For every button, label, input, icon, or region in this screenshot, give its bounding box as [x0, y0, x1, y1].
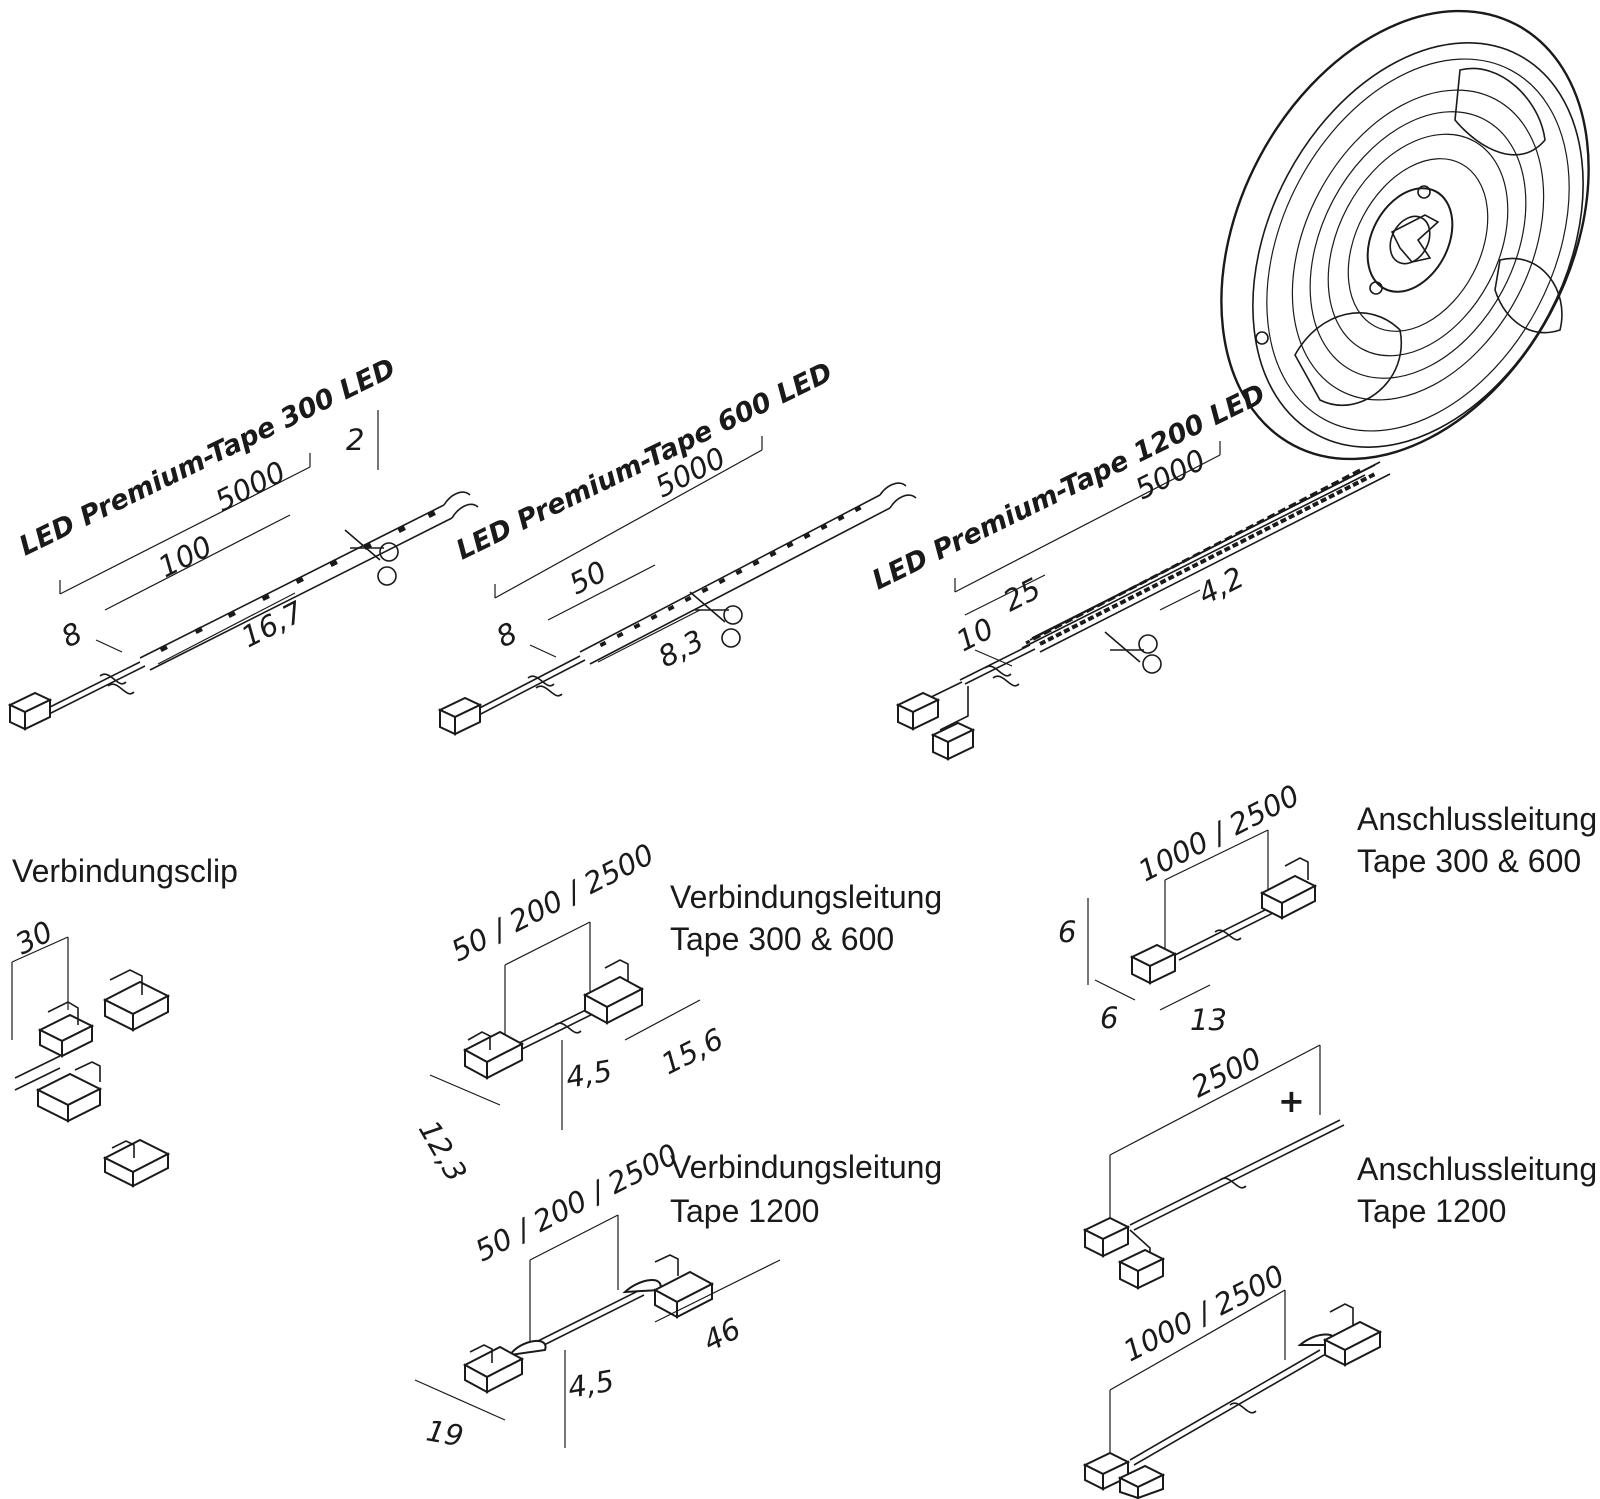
conn-lead-300-600-dim-a: 4,5 [563, 1053, 614, 1094]
conn-lead-300-600-length: 50 / 200 / 2500 [446, 837, 660, 968]
conn-lead-300-600-dim-b: 15,6 [656, 1022, 729, 1082]
supply-300-600-dim-c: 13 [1190, 1003, 1227, 1037]
conn-lead-1200-clip-a [462, 1344, 525, 1394]
tape-300-height: 2 [346, 423, 364, 457]
conn-lead-300-600-dim-c: 12,3 [412, 1115, 474, 1188]
conn-lead-1200-clip-b [652, 1254, 715, 1319]
tape-600-title: LED Premium-Tape 600 LED [451, 357, 837, 566]
conn-lead-300-600-clip-b [582, 959, 645, 1025]
clip-part-d [102, 1138, 171, 1188]
conn-lead-1200-dim-a: 4,5 [565, 1363, 616, 1404]
supply-1200-polarity: + [1278, 1082, 1305, 1120]
tape-1200-width: 10 [951, 611, 999, 658]
scissors-icon [689, 591, 743, 648]
tape-1200-led-pitch: 4,2 [1193, 560, 1250, 611]
tape-300-led-pitch: 16,7 [236, 594, 309, 654]
supply-300-600-clip [1259, 857, 1318, 920]
supply-300-600-dim-a: 6 [1058, 915, 1076, 949]
tape-600-led-pitch: 8,3 [653, 623, 710, 674]
tape-600-width: 8 [491, 616, 523, 655]
clip-dim: 30 [10, 914, 58, 961]
conn-lead-1200-dim-c: 19 [424, 1413, 466, 1453]
supply-1200-label-2: Tape 1200 [1357, 1193, 1506, 1229]
supply-300-600: Anschlussleitung Tape 300 & 600 1000 / 2… [1058, 778, 1597, 1037]
tape-300-leds [159, 510, 436, 653]
supply-1200-plug-c [1082, 1451, 1131, 1491]
supply-300-600-plug [1129, 943, 1178, 985]
tape-1200-title: LED Premium-Tape 1200 LED [867, 379, 1270, 597]
conn-lead-300-600-clip-a [462, 1030, 525, 1080]
tape-1200-connector-a [895, 691, 941, 731]
clip-part-b [37, 1001, 95, 1058]
conn-lead-1200-length: 50 / 200 / 2500 [470, 1137, 684, 1268]
supply-1200-plug-a [1082, 1216, 1131, 1258]
supply-1200-clip [1322, 1303, 1383, 1367]
tape-300: LED Premium-Tape 300 LED [7, 353, 479, 731]
clip-group: Verbindungsclip 30 [10, 853, 238, 1188]
tape-reel [1021, 9, 1590, 649]
conn-lead-1200-label-1: Verbindungsleitung [670, 1149, 942, 1185]
tape-1200-leds [1039, 472, 1376, 646]
supply-1200-plug-b [1117, 1248, 1166, 1290]
tape-600-leds [599, 505, 862, 648]
conn-lead-1200-dim-b: 46 [698, 1311, 746, 1358]
clip-label: Verbindungsclip [12, 853, 238, 889]
supply-300-600-label-1: Anschlussleitung [1357, 801, 1597, 837]
conn-lead-300-600-label-2: Tape 300 & 600 [670, 921, 894, 957]
conn-lead-1200-label-2: Tape 1200 [670, 1193, 819, 1229]
conn-lead-300-600-label-1: Verbindungsleitung [670, 879, 942, 915]
tape-300-title: LED Premium-Tape 300 LED [14, 353, 400, 562]
tape-300-cut-interval: 100 [153, 529, 218, 584]
supply-1200: Anschlussleitung Tape 1200 2500 + 1000 /… [1082, 1040, 1597, 1499]
supply-300-600-label-2: Tape 300 & 600 [1357, 843, 1581, 879]
supply-300-600-dim-b: 6 [1100, 1001, 1118, 1035]
scissors-icon [344, 529, 399, 586]
conn-lead-300-600: Verbindungsleitung Tape 300 & 600 50 / 2… [412, 837, 942, 1187]
tape-600: LED Premium-Tape 600 LED [437, 357, 917, 736]
tape-300-connector [7, 691, 53, 731]
tape-600-connector [437, 696, 483, 736]
conn-lead-1200: Verbindungsleitung Tape 1200 50 / 200 / … [414, 1137, 942, 1453]
tape-600-cut-interval: 50 [564, 554, 612, 601]
tape-300-width: 8 [56, 616, 88, 655]
tape-1200-connector-b [930, 721, 976, 761]
clip-part-a [102, 969, 171, 1032]
supply-1200-label-1: Anschlussleitung [1357, 1151, 1597, 1187]
clip-part-c [14, 1055, 103, 1123]
supply-300-600-length: 1000 / 2500 [1133, 778, 1305, 888]
tape-1200: LED Premium-Tape 1200 LED 5000 [867, 379, 1391, 761]
scissors-icon [1104, 631, 1162, 674]
supply-1200-plug-d [1117, 1464, 1166, 1499]
